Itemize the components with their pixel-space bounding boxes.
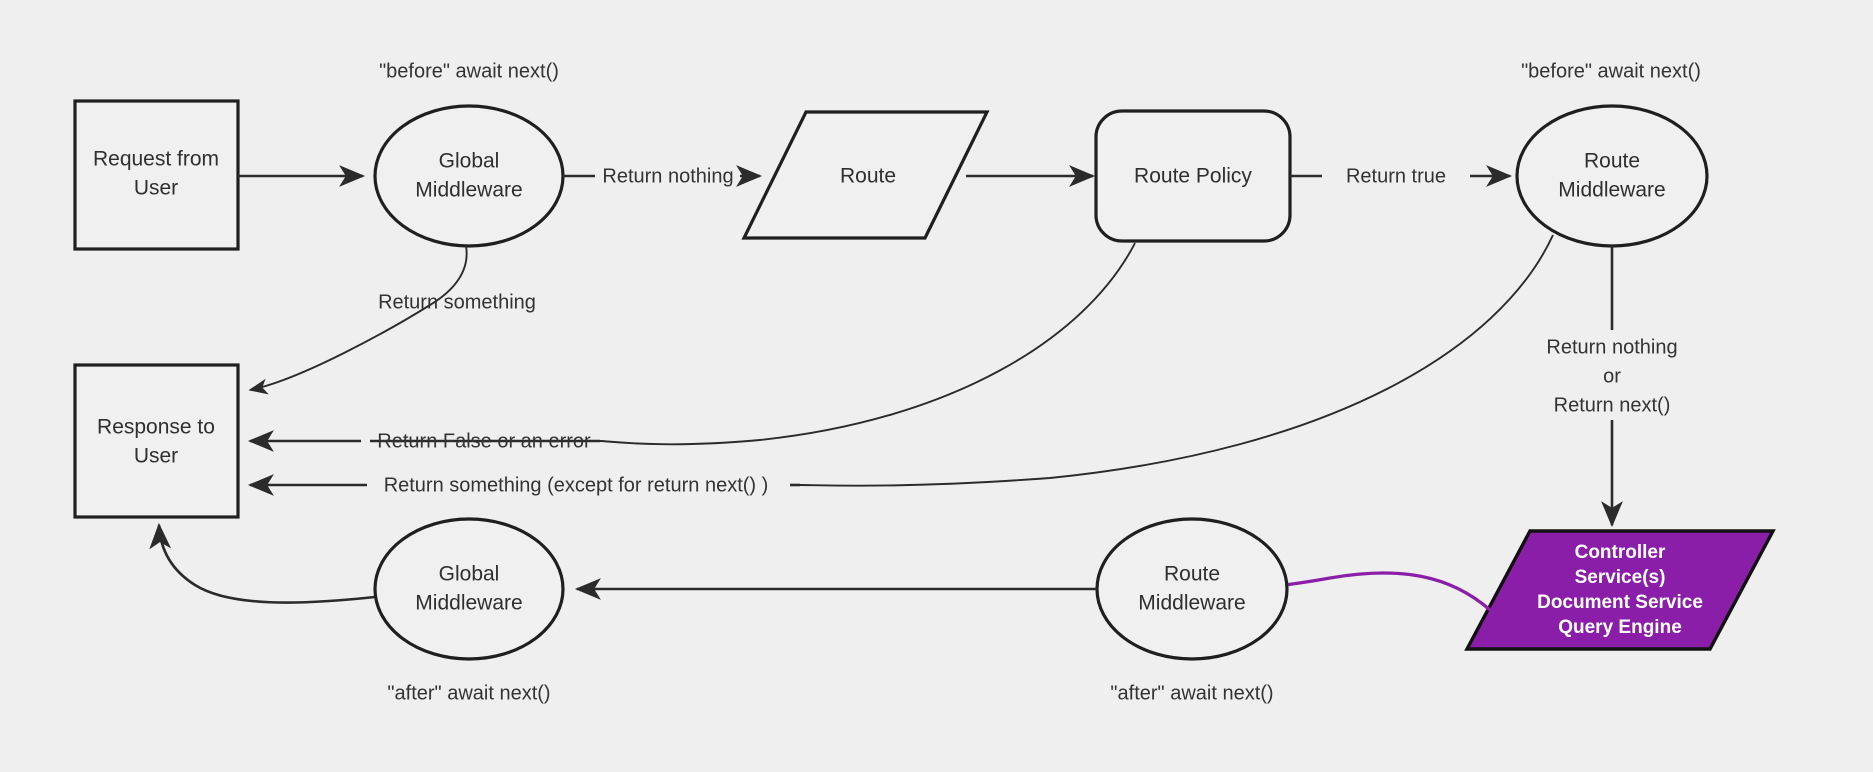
node-request-from-user[interactable]: Request from User: [73, 99, 240, 251]
edge-label-return-something: Return something: [378, 291, 536, 313]
node-route-policy[interactable]: Route Policy: [1094, 109, 1292, 243]
node-global-middleware-top[interactable]: Global Middleware: [373, 104, 565, 248]
edge-label-return-nothing-or-next-line1: Return nothing: [1546, 336, 1677, 358]
node-controller-services[interactable]: Controller Service(s) Document Service Q…: [1464, 529, 1776, 651]
node-response-to-user-label-line1: Response to: [97, 416, 215, 439]
node-route-label: Route: [840, 165, 896, 188]
edge-global-middleware-to-response-something: [248, 245, 468, 395]
node-controller-label-line2: Service(s): [1575, 567, 1666, 588]
node-global-middleware-bottom-label-line1: Global: [439, 563, 500, 586]
node-controller-label-line4: Query Engine: [1558, 617, 1682, 638]
node-route-middleware-top-label-line2: Middleware: [1558, 179, 1665, 202]
note-after-await-next-global: "after" await next(): [387, 682, 550, 704]
node-controller-label-line3: Document Service: [1537, 592, 1703, 613]
note-before-await-next-route: "before" await next(): [1521, 60, 1701, 82]
node-route-middleware-top[interactable]: Route Middleware: [1515, 104, 1709, 248]
note-before-await-next-global: "before" await next(): [379, 60, 559, 82]
note-after-await-next-route: "after" await next(): [1110, 682, 1273, 704]
node-route-middleware-top-label-line1: Route: [1584, 150, 1640, 173]
node-route-policy-label: Route Policy: [1134, 165, 1252, 188]
node-route-middleware-bottom-label-line1: Route: [1164, 563, 1220, 586]
edge-label-return-nothing-or-next-line3: Return next(): [1554, 394, 1671, 416]
node-response-to-user[interactable]: Response to User: [73, 363, 240, 519]
node-global-middleware-top-label-line1: Global: [439, 150, 500, 173]
node-global-middleware-bottom[interactable]: Global Middleware: [373, 517, 565, 661]
edge-label-return-nothing-or-next-line2: or: [1603, 365, 1621, 387]
edge-label-return-nothing: Return nothing: [602, 165, 733, 187]
node-route-middleware-bottom[interactable]: Route Middleware: [1095, 517, 1289, 661]
node-response-to-user-label-line2: User: [134, 445, 178, 468]
node-controller-label-line1: Controller: [1575, 542, 1666, 563]
edge-global-middleware-bottom-to-response: [149, 522, 376, 604]
node-request-from-user-label-line1: Request from: [93, 148, 219, 171]
node-route-middleware-bottom-label-line2: Middleware: [1138, 592, 1245, 615]
edge-route-policy-to-response-false: [599, 242, 1136, 446]
node-request-from-user-label-line2: User: [134, 177, 178, 200]
node-global-middleware-top-label-line2: Middleware: [415, 179, 522, 202]
edge-label-return-true: Return true: [1346, 165, 1446, 187]
node-route[interactable]: Route: [741, 110, 990, 240]
edge-route-middleware-to-response-something: [799, 234, 1554, 487]
edge-label-return-false-or-error: Return False or an error: [377, 430, 591, 452]
edge-label-return-something-except-next: Return something (except for return next…: [384, 474, 769, 496]
node-global-middleware-bottom-label-line2: Middleware: [415, 592, 522, 615]
